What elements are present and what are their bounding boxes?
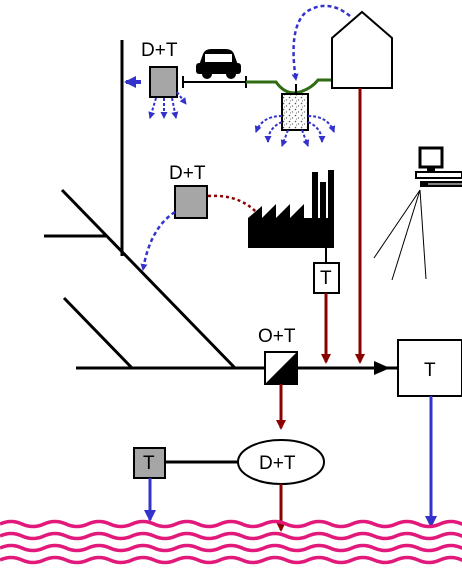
mid-box — [174, 185, 208, 219]
sewer-network — [44, 40, 398, 464]
river-icon — [0, 519, 462, 565]
house-icon — [331, 10, 393, 89]
top-box-label: D+T — [141, 40, 178, 61]
computer-icon — [415, 146, 462, 187]
treatment-plant-label: T — [424, 360, 436, 381]
mid-box-label: D+T — [169, 163, 206, 184]
factory-icon — [248, 170, 334, 248]
upper-branch-pipe — [60, 188, 237, 370]
mid-box-discharge-arrow — [140, 210, 176, 271]
river-wave-4 — [0, 555, 462, 565]
factory-treatment-box — [313, 262, 340, 294]
overflow-structure — [264, 351, 298, 385]
roof-runoff-arrow — [291, 4, 351, 81]
top-box-seepage — [148, 91, 187, 119]
ellipse-label: D+T — [259, 453, 296, 474]
road — [182, 76, 334, 95]
lower-branch-pipe — [62, 296, 134, 370]
top-detention-treatment: D+T — [124, 40, 187, 119]
monitoring-lines — [373, 189, 427, 281]
car-icon — [196, 49, 241, 79]
infiltration-icon — [254, 84, 336, 147]
overflow-label: O+T — [258, 326, 296, 347]
river-wave-2 — [0, 531, 462, 541]
river-wave-3 — [0, 543, 462, 553]
factory-treatment-label: T — [320, 268, 332, 289]
lower-treatment-label: T — [143, 453, 155, 474]
treatment-plant-box — [397, 339, 462, 397]
river-wave-1 — [0, 519, 462, 529]
lower-treatment-box — [133, 447, 166, 479]
mid-detention-treatment: D+T — [140, 163, 259, 271]
top-box — [149, 66, 178, 98]
factory-to-box-link — [207, 194, 259, 215]
